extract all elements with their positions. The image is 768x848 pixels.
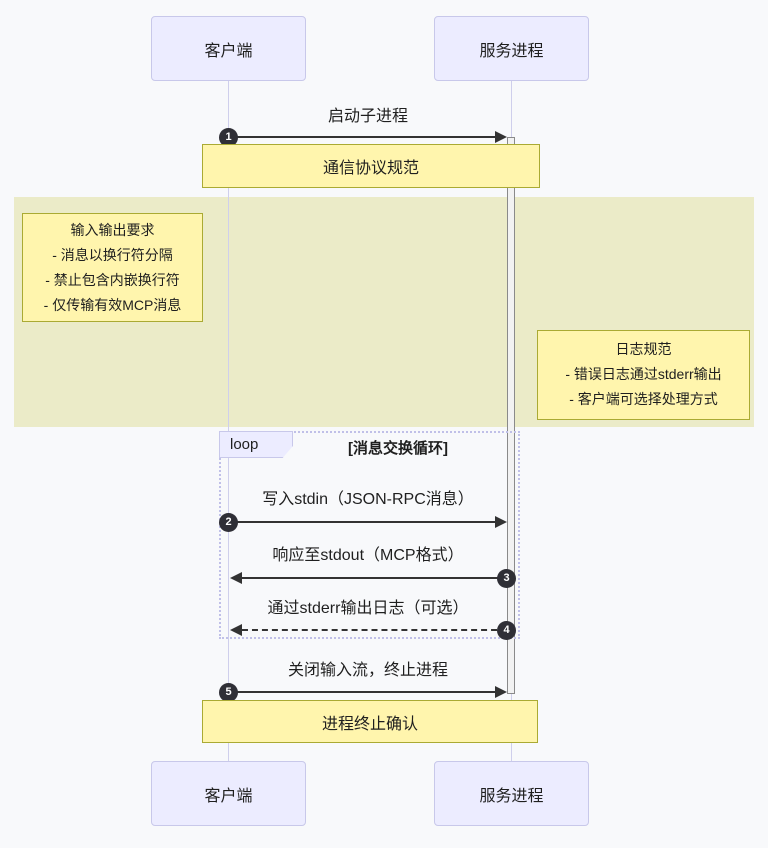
actor-top-server: 服务进程 [434,16,589,81]
arrowhead-left-icon [230,624,242,636]
message-3-line [242,577,507,579]
actor-label: 客户端 [204,42,253,60]
note-io: 输入输出要求 - 消息以换行符分隔 - 禁止包含内嵌换行符 - 仅传输有效MCP… [22,213,203,322]
arrowhead-right-icon [495,131,507,143]
actor-bottom-client: 客户端 [151,761,306,826]
banner-termination: 进程终止确认 [202,700,538,743]
loop-condition: [消息交换循环] [348,440,448,457]
sequence-number-badge: 3 [497,569,516,588]
note-io-line: - 仅传输有效MCP消息 [43,297,182,313]
arrowhead-right-icon [495,686,507,698]
message-5-label: 关闭输入流，终止进程 [287,662,448,679]
banner-protocol: 通信协议规范 [202,144,540,188]
sequence-number-badge: 4 [497,621,516,640]
message-4-label: 通过stderr输出日志（可选） [267,600,469,617]
message-1-label: 启动子进程 [327,108,408,125]
loop-label: loop [230,436,259,453]
actor-top-client: 客户端 [151,16,306,81]
sequence-number-badge: 5 [219,683,238,702]
actor-label: 客户端 [204,787,253,805]
message-1-line [237,136,495,138]
banner-termination-label: 进程终止确认 [321,715,418,733]
message-2-line [237,521,495,523]
message-3-label: 响应至stdout（MCP格式） [272,547,464,564]
arrowhead-right-icon [495,516,507,528]
note-log-line: - 错误日志通过stderr输出 [565,366,722,382]
loop-frame [219,431,520,639]
sequence-number-badge: 1 [219,128,238,147]
arrowhead-left-icon [230,572,242,584]
note-log: 日志规范 - 错误日志通过stderr输出 - 客户端可选择处理方式 [537,330,750,420]
actor-label: 服务进程 [479,42,544,60]
sequence-number-badge: 2 [219,513,238,532]
actor-label: 服务进程 [479,787,544,805]
message-4-line [242,629,507,631]
note-log-line: - 客户端可选择处理方式 [569,391,718,407]
note-log-title: 日志规范 [615,341,672,357]
actor-bottom-server: 服务进程 [434,761,589,826]
message-5-line [237,691,495,693]
banner-protocol-label: 通信协议规范 [322,160,419,177]
lifeline-client [228,81,229,761]
loop-label-tab: loop [219,431,293,458]
activation-bar [507,137,515,694]
note-io-line: - 消息以换行符分隔 [52,247,173,263]
note-io-line: - 禁止包含内嵌换行符 [45,272,180,288]
message-2-label: 写入stdin（JSON-RPC消息） [262,491,474,508]
note-io-title: 输入输出要求 [70,222,155,238]
